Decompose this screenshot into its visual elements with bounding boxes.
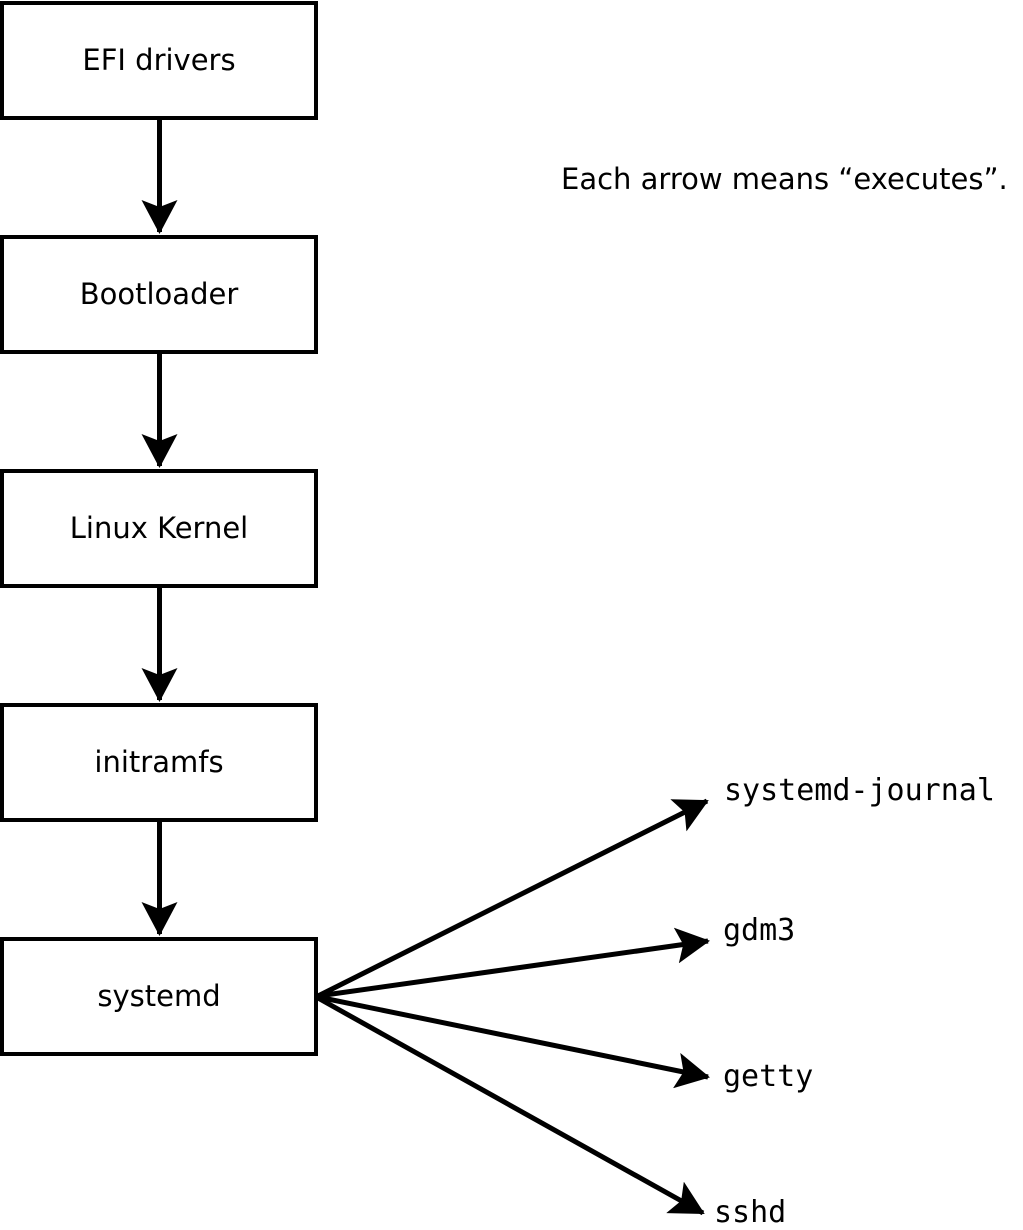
arrow-systemd-to-systemd-journal — [316, 798, 709, 999]
node-bootloader: Bootloader — [0, 235, 318, 354]
node-initramfs: initramfs — [0, 703, 318, 822]
service-label-gdm3: gdm3 — [723, 913, 796, 948]
service-label-systemd-journal: systemd-journal — [724, 773, 995, 808]
arrow-systemd-to-sshd — [316, 995, 705, 1216]
node-linux-kernel-label: Linux Kernel — [69, 511, 249, 545]
arrow-systemd-to-getty — [317, 994, 710, 1089]
arrow-systemd-to-gdm3 — [317, 927, 710, 999]
arrow-meaning-note: Each arrow means “executes”. — [561, 162, 1008, 196]
node-efi-drivers: EFI drivers — [0, 1, 318, 120]
service-label-sshd: sshd — [714, 1195, 787, 1230]
node-systemd-label: systemd — [97, 979, 221, 1013]
node-initramfs-label: initramfs — [94, 745, 224, 779]
service-label-getty: getty — [723, 1059, 814, 1094]
node-bootloader-label: Bootloader — [79, 277, 239, 311]
node-efi-drivers-label: EFI drivers — [82, 43, 236, 77]
node-linux-kernel: Linux Kernel — [0, 469, 318, 588]
node-systemd: systemd — [0, 937, 318, 1056]
